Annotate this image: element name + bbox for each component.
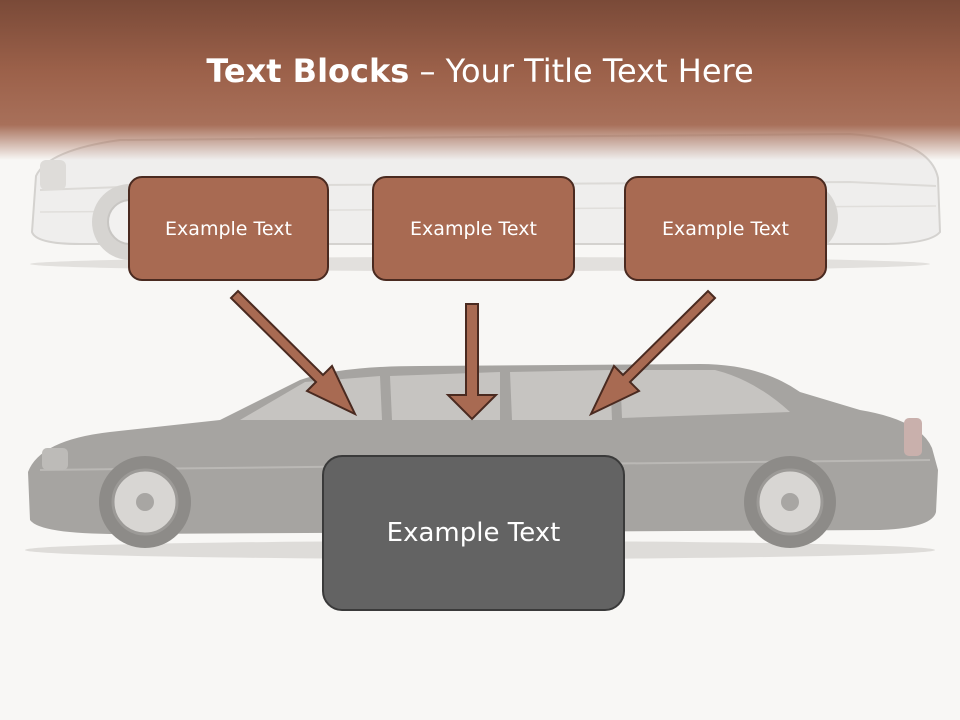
- arrow-right-icon: [588, 289, 717, 417]
- arrow-left-icon: [229, 289, 358, 417]
- main-text-block[interactable]: Example Text: [322, 455, 625, 611]
- arrow-center-icon: [445, 303, 499, 421]
- text-block-center[interactable]: Example Text: [372, 176, 575, 281]
- title-dash: –: [409, 52, 446, 90]
- header-band: [0, 0, 960, 160]
- text-block-left[interactable]: Example Text: [128, 176, 329, 281]
- slide-title: Text Blocks – Your Title Text Here: [0, 52, 960, 90]
- title-rest: Your Title Text Here: [445, 52, 754, 90]
- text-block-right[interactable]: Example Text: [624, 176, 827, 281]
- title-bold: Text Blocks: [206, 52, 410, 90]
